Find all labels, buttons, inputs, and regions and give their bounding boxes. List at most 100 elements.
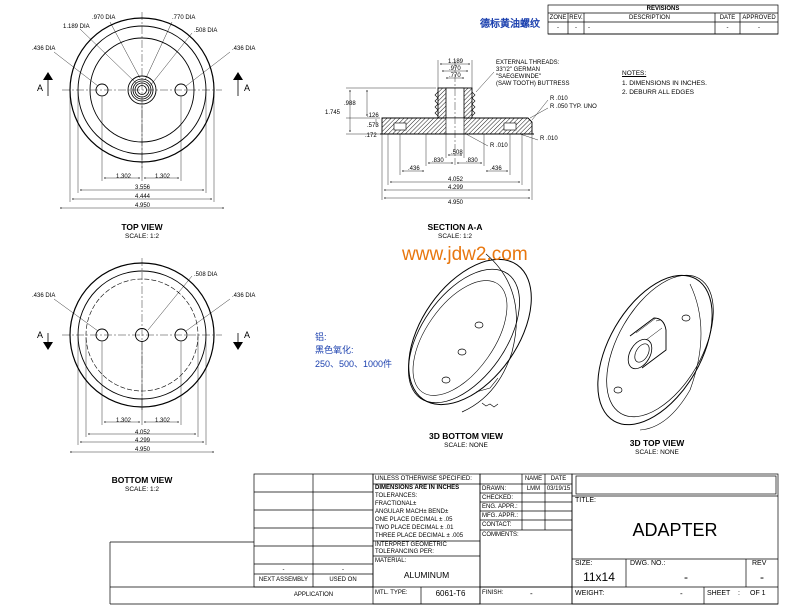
sec-dim-830-right: .830 bbox=[466, 158, 478, 164]
tb-dash-next-assembly: - bbox=[282, 567, 285, 573]
stamp-text: 德标黄油螺纹 bbox=[480, 19, 540, 30]
sec-thread-line2: 33"/2" GERMAN bbox=[496, 67, 540, 73]
rev-hdr-zone: ZONE bbox=[549, 15, 567, 21]
tb-dash-used-on: - bbox=[342, 567, 344, 573]
sec-dim-4950: 4.950 bbox=[448, 200, 464, 206]
3d-bottom-view-scale: SCALE: NONE bbox=[444, 442, 488, 449]
tb-dwg-label: DWG. NO.: bbox=[630, 560, 666, 567]
bottom-dim-1302-left: 1.302 bbox=[116, 418, 132, 424]
section-view-title: SECTION A-A bbox=[427, 222, 483, 232]
tb-rev-label: REV bbox=[752, 560, 767, 567]
rev-cell-description: - bbox=[588, 25, 590, 31]
tb-interpret-1: INTERPRET GEOMETRIC bbox=[375, 542, 447, 548]
tb-drawn: DRAWN: bbox=[482, 486, 507, 492]
tb-mtl-type-value: 6061-T6 bbox=[435, 589, 466, 598]
tb-mtl-type-label: MTL. TYPE: bbox=[375, 590, 408, 596]
rev-cell-zone: - bbox=[557, 25, 559, 31]
tb-two-place: TWO PLACE DECIMAL ± .01 bbox=[375, 525, 454, 531]
section-marker-br: A bbox=[244, 330, 251, 340]
rev-cell-date: - bbox=[726, 25, 729, 31]
sec-dim-436-left: .436 bbox=[408, 166, 420, 172]
tb-tolerances: TOLERANCES: bbox=[375, 493, 418, 499]
sec-dim-988: .988 bbox=[344, 101, 356, 107]
top-dim-1302-right: 1.302 bbox=[155, 174, 171, 180]
bottom-dim-1302-right: 1.302 bbox=[155, 418, 171, 424]
tb-drawn-date: 03/19/15 bbox=[546, 486, 571, 492]
top-dim-4950: 4.950 bbox=[135, 203, 151, 209]
sec-r010-a: R .010 bbox=[550, 96, 568, 102]
revisions-title: REVISIONS bbox=[646, 6, 680, 12]
tb-angular: ANGULAR MACH± BEND± bbox=[375, 509, 449, 515]
revisions-table bbox=[547, 4, 779, 35]
3d-top-view-title: 3D TOP VIEW bbox=[629, 438, 685, 448]
chinese-note-line1: 铝: bbox=[315, 332, 327, 342]
sec-dim-1189: 1.189 bbox=[448, 59, 464, 65]
tb-weight-value: - bbox=[680, 589, 683, 598]
top-view-title: TOP VIEW bbox=[121, 222, 163, 232]
rev-hdr-approved: APPROVED bbox=[742, 15, 776, 21]
sec-thread-line1: EXTERNAL THREADS: bbox=[496, 60, 560, 66]
tb-finish-value: - bbox=[530, 589, 533, 598]
tb-one-place: ONE PLACE DECIMAL ± .05 bbox=[375, 517, 453, 523]
bottom-dim-508: .508 DIA bbox=[194, 272, 218, 278]
3d-bottom-view bbox=[408, 253, 532, 413]
bottom-view bbox=[43, 258, 243, 453]
sec-dim-172: .172 bbox=[365, 133, 377, 139]
tb-dims-in: DIMENSIONS ARE IN INCHES bbox=[375, 485, 460, 491]
tb-size-label: SIZE: bbox=[575, 560, 593, 567]
top-dim-770: .770 DIA bbox=[172, 15, 196, 21]
tb-sheet-label: SHEET bbox=[707, 590, 731, 597]
section-marker-tl: A bbox=[37, 83, 44, 93]
tb-material-label: MATERIAL: bbox=[375, 558, 407, 564]
sec-thread-line3: "SAEGEWINDE" bbox=[496, 74, 541, 80]
sec-dim-126: .126 bbox=[367, 113, 379, 119]
chinese-note-line2: 黑色氧化: bbox=[315, 345, 354, 355]
tb-application: APPLICATION bbox=[293, 592, 334, 598]
tb-fractional: FRACTIONAL± bbox=[375, 501, 417, 507]
watermark-text: www.jdw2.com bbox=[402, 244, 528, 265]
tb-next-assembly: NEXT ASSEMBLY bbox=[258, 577, 309, 583]
bottom-view-scale: SCALE: 1:2 bbox=[125, 486, 159, 493]
tb-contact: CONTACT: bbox=[482, 522, 512, 528]
tb-checked: CHECKED: bbox=[482, 495, 514, 501]
tb-rev-value: - bbox=[760, 570, 764, 584]
title-block-frame bbox=[109, 473, 779, 605]
sec-r010-c: R .010 bbox=[490, 143, 508, 149]
tb-mfg-appr: MFG. APPR.: bbox=[482, 513, 519, 519]
sec-dim-508: .508 bbox=[451, 150, 463, 156]
top-dim-1189: 1.189 DIA bbox=[63, 24, 90, 30]
top-dim-508: .508 DIA bbox=[194, 28, 218, 34]
bottom-dim-4299: 4.299 bbox=[135, 438, 151, 444]
tb-name-hdr: NAME bbox=[524, 476, 543, 482]
section-view bbox=[346, 60, 549, 200]
top-view bbox=[43, 12, 243, 209]
rev-cell-rev: - bbox=[575, 25, 577, 31]
sec-dim-1745: 1.745 bbox=[325, 110, 341, 116]
tb-weight-label: WEIGHT: bbox=[575, 590, 605, 597]
tb-sheet-value: OF 1 bbox=[750, 590, 766, 597]
bottom-view-title: BOTTOM VIEW bbox=[111, 475, 173, 485]
tb-sheet-sep: : bbox=[738, 590, 740, 597]
sec-r010-b: R .010 bbox=[540, 136, 558, 142]
chinese-note-line3: 250、500、1000件 bbox=[315, 359, 393, 369]
sec-r050: R .050 TYP. UNO bbox=[550, 104, 597, 110]
sec-thread-line4: (SAW TOOTH) BUTTRESS bbox=[496, 81, 570, 87]
rev-hdr-date: DATE bbox=[719, 15, 736, 21]
sec-dim-4052: 4.052 bbox=[448, 177, 464, 183]
rev-hdr-rev: REV. bbox=[569, 15, 583, 21]
top-dim-3556: 3.556 bbox=[135, 185, 151, 191]
notes-title: NOTES: bbox=[622, 70, 647, 77]
tb-interpret-2: TOLERANCING PER: bbox=[375, 549, 434, 555]
bottom-dim-4950: 4.950 bbox=[135, 447, 151, 453]
top-dim-970: .970 DIA bbox=[92, 15, 116, 21]
sec-dim-970: .970 bbox=[449, 66, 461, 72]
top-dim-436-right: .436 DIA bbox=[232, 46, 256, 52]
sec-dim-436-right: .436 bbox=[490, 166, 502, 172]
3d-top-view bbox=[597, 274, 714, 431]
bottom-dim-4052: 4.052 bbox=[135, 430, 151, 436]
tb-dwg-value: - bbox=[684, 570, 688, 584]
tb-used-on: USED ON bbox=[329, 577, 357, 583]
top-dim-4444: 4.444 bbox=[135, 194, 151, 200]
top-dim-436-left: .436 DIA bbox=[32, 46, 56, 52]
